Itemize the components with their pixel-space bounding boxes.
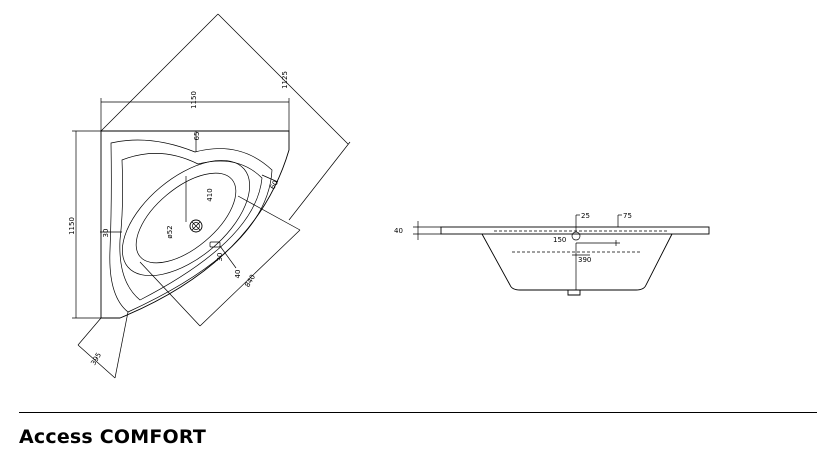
drain-icon xyxy=(189,219,203,233)
dim-overflow: 30 xyxy=(216,253,224,262)
dim-side-top: 1150 xyxy=(190,91,198,109)
bath-basin xyxy=(122,159,250,277)
dim-basin-length: 840 xyxy=(243,273,257,289)
dim-inner-left: 30 xyxy=(102,229,110,238)
plan-view: 1150 1150 1125 65 60 30 410 ø52 30 40 84… xyxy=(68,13,351,379)
dim-25: 25 xyxy=(581,212,590,220)
divider xyxy=(19,412,817,413)
dim-inner-top: 65 xyxy=(193,132,201,141)
dim-depth: 390 xyxy=(578,256,591,264)
bath-rim xyxy=(109,139,273,313)
dim-75: 75 xyxy=(623,212,632,220)
dim-corner: 395 xyxy=(89,351,103,367)
waste-icon xyxy=(567,290,581,296)
bath-basin-inner xyxy=(135,172,237,264)
bath-rim-section xyxy=(440,226,710,235)
dim-side-left: 1150 xyxy=(68,217,76,235)
dim-150: 150 xyxy=(553,236,566,244)
dim-inner-right: 60 xyxy=(269,179,280,191)
product-title: Access COMFORT xyxy=(19,426,207,448)
overflow-section-icon xyxy=(571,231,581,241)
technical-drawing: 1150 1150 1125 65 60 30 410 ø52 30 40 84… xyxy=(68,13,710,379)
dim-diagonal: 1125 xyxy=(281,71,289,89)
dim-rim: 40 xyxy=(394,227,403,235)
dim-offset: 40 xyxy=(234,270,242,279)
bath-seat xyxy=(119,153,263,301)
dim-drain: ø52 xyxy=(166,225,174,238)
side-view: 40 25 75 150 390 xyxy=(394,212,710,296)
overflow-icon xyxy=(209,241,221,248)
dim-basin-width: 410 xyxy=(206,188,214,201)
bath-body-section xyxy=(481,233,673,291)
